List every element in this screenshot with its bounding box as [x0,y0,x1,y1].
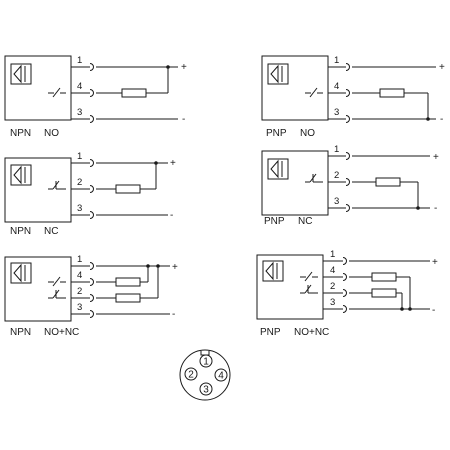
pin-label: 3 [334,196,339,207]
output-mode-label: NO [300,128,315,139]
diagram-npn-no-nc: 1 4 2 3 + - NPN NO+NC [4,254,178,338]
load-resistor [115,277,141,287]
switch-no-icon [300,271,318,282]
pin-label: 1 [77,55,82,66]
pin-label: 4 [77,81,82,92]
minus-terminal-label: - [172,309,175,320]
plus-terminal-label: + [172,262,178,273]
output-mode-label: NO+NC [44,327,79,338]
pin-label: 2 [77,177,82,188]
connector-outline [179,349,231,401]
pin-label: 2 [330,281,335,292]
output-mode-label: NO [44,128,59,139]
diagram-npn-no: 1 4 3 + - NPN NO [4,55,187,139]
diagram-npn-nc: 1 2 3 + - NPN NC [4,151,176,237]
plus-terminal-label: + [433,152,439,163]
minus-terminal-label: - [432,305,435,316]
diagram-pnp-nc: 1 2 3 + - PNP NC [261,144,439,227]
connector-pin [184,367,198,381]
switch-nc-icon [305,173,323,183]
pin-label: 1 [330,249,335,260]
pin-label: 1 [334,144,339,155]
output-type-label: PNP [260,327,281,338]
connector-pin-label: 2 [188,370,194,381]
connector-pin [214,368,228,382]
load-resistor [371,288,397,298]
pin-label: 2 [334,170,339,181]
pin-label: 4 [330,265,335,276]
output-type-label: NPN [10,226,31,237]
pin-label: 4 [334,81,339,92]
pin-label: 3 [334,107,339,118]
pin-label: 4 [77,270,82,281]
diagram-pnp-no: 1 4 3 + - PNP NO [261,55,445,139]
pin-label: 1 [77,151,82,162]
switch-no-icon [48,276,66,287]
pin-label: 3 [77,107,82,118]
plus-terminal-label: + [181,62,187,73]
sensor-symbol-icon [10,164,32,186]
sensor-body [4,157,72,223]
output-type-label: NPN [10,327,31,338]
pin-label: 1 [334,55,339,66]
load-resistor [115,293,141,303]
sensor-body [261,55,329,121]
sensor-body [4,55,72,121]
switch-nc-icon [300,284,318,294]
connector-pinout: 1 2 3 4 [179,349,231,401]
output-mode-label: NC [298,216,312,227]
connector-pin-label: 1 [203,357,209,368]
plus-terminal-label: + [439,62,445,73]
output-mode-label: NO+NC [294,327,329,338]
load-resistor [379,88,405,98]
load-resistor [115,184,141,194]
switch-nc-icon [48,289,66,299]
connector-pin [199,382,213,396]
connector-pin [199,354,213,368]
output-type-label: PNP [266,128,287,139]
connector-pin-label: 4 [218,371,224,382]
output-type-label: NPN [10,128,31,139]
load-resistor [121,88,147,98]
sensor-symbol-icon [10,63,32,85]
sensor-body [4,256,72,322]
output-mode-label: NC [44,226,58,237]
switch-nc-icon [48,180,66,190]
output-type-label: PNP [264,216,285,227]
connector-pin-label: 3 [203,385,209,396]
minus-terminal-label: - [440,114,443,125]
pin-label: 3 [77,302,82,313]
plus-terminal-label: + [170,158,176,169]
switch-no-icon [48,87,66,98]
switch-no-icon [305,87,323,98]
pin-label: 3 [77,203,82,214]
load-resistor [375,177,401,187]
pin-label: 1 [77,254,82,265]
diagram-pnp-no-nc: 1 4 2 3 + - PNP NO+NC [256,249,438,338]
sensor-symbol-icon [10,262,32,284]
sensor-body [261,150,329,216]
minus-terminal-label: - [182,114,185,125]
sensor-symbol-icon [267,158,289,180]
sensor-symbol-icon [262,260,284,282]
sensor-body [256,254,324,320]
pin-label: 2 [77,286,82,297]
load-resistor [371,272,397,282]
connector-key [200,351,210,356]
minus-terminal-label: - [170,210,173,221]
minus-terminal-label: - [434,203,437,214]
pin-label: 3 [330,297,335,308]
sensor-symbol-icon [267,63,289,85]
plus-terminal-label: + [432,257,438,268]
